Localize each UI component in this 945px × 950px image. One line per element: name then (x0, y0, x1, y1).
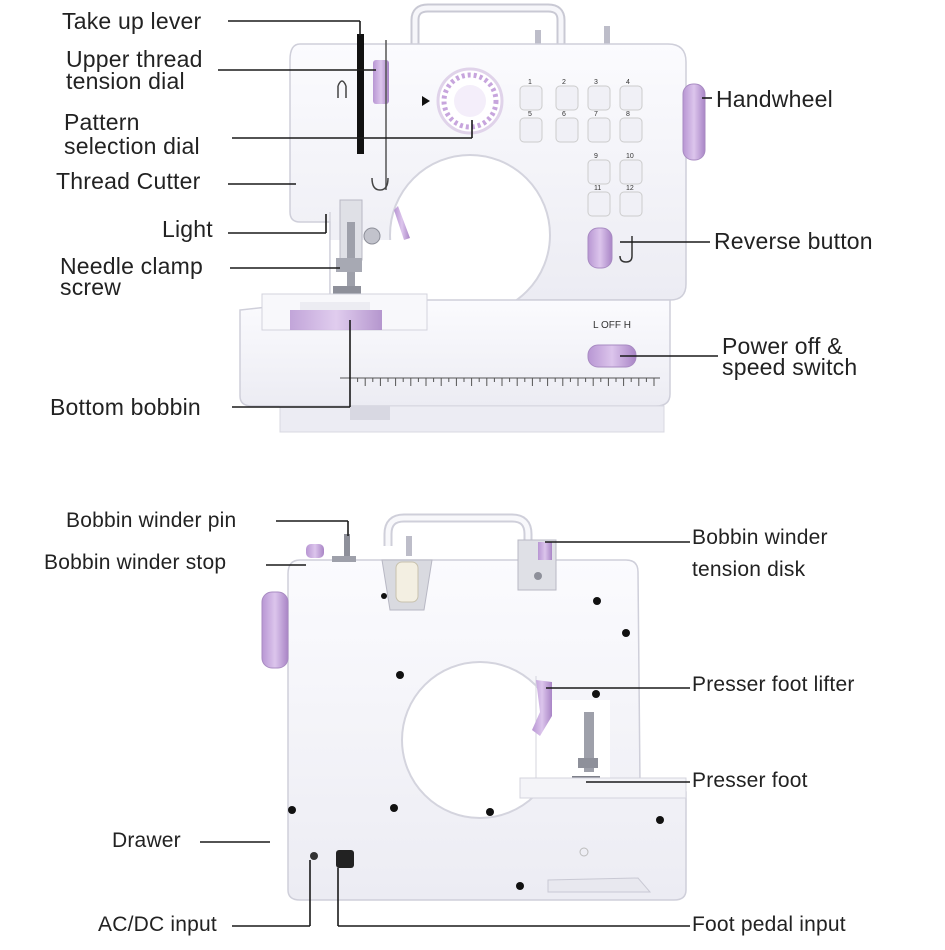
back-handwheel (261, 591, 289, 669)
back-drawer-foot (547, 877, 652, 893)
front-needle-clamp (336, 258, 362, 272)
stitch-number: 12 (626, 185, 634, 192)
front-reverse-button (587, 227, 613, 269)
stitch-number: 6 (562, 111, 566, 118)
back-leader-lines (200, 520, 690, 927)
label-power-speed-switch: Power off & speed switch (722, 333, 858, 380)
front-tension-dial (373, 60, 389, 104)
label-drawer: Drawer (112, 829, 181, 852)
stitch-number: 5 (528, 111, 532, 118)
stitch-number: 1 (528, 79, 532, 86)
label-pattern-selection-dial: Pattern selection dial (64, 109, 200, 159)
back-machine (261, 513, 687, 901)
stitch-number: 8 (626, 111, 630, 118)
back-tension-disk (538, 542, 552, 560)
label-light: Light (162, 216, 213, 242)
front-leader-lines (218, 20, 718, 408)
front-stitch-panel (519, 85, 643, 217)
label-bottom-bobbin: Bottom bobbin (50, 394, 201, 420)
back-pedal-port (336, 850, 354, 868)
label-ac-dc-input: AC/DC input (98, 913, 217, 936)
label-upper-thread-tension-dial: Upper thread tension dial (66, 46, 203, 94)
front-needle-plate (290, 310, 382, 330)
back-acdc-port (310, 852, 318, 860)
label-reverse-button: Reverse button (714, 228, 873, 254)
back-screws (288, 593, 664, 890)
stitch-number: 3 (594, 79, 598, 86)
stitch-number: 9 (594, 153, 598, 160)
stitch-number: 7 (594, 111, 598, 118)
label-thread-cutter: Thread Cutter (56, 168, 201, 194)
back-bobbin-winder-stop (306, 544, 324, 558)
label-presser-foot: Presser foot (692, 769, 808, 792)
stitch-number: 10 (626, 153, 634, 160)
front-handwheel (682, 83, 706, 161)
label-take-up-lever: Take up lever (62, 8, 202, 34)
stitch-number: 2 (562, 79, 566, 86)
label-bobbin-winder-tension-disk: Bobbin winder tension disk (692, 526, 828, 581)
label-needle-clamp-screw: Needle clamp screw (60, 253, 204, 300)
front-speed-switch-label: L OFF H (593, 320, 631, 331)
back-presser-foot-lifter (532, 680, 552, 736)
front-drawer-foot (279, 405, 665, 433)
back-bobbin-winder-pin (344, 534, 350, 558)
label-handwheel: Handwheel (716, 86, 833, 112)
label-bobbin-winder-pin: Bobbin winder pin (66, 509, 237, 532)
stitch-number: 11 (594, 185, 601, 192)
front-takeup-slot (357, 34, 364, 154)
front-spool-pin (535, 30, 541, 44)
front-needle-bar (347, 222, 355, 292)
front-pattern-dial (441, 72, 499, 130)
label-foot-pedal-input: Foot pedal input (692, 913, 846, 936)
stitch-number: 4 (626, 79, 630, 86)
label-bobbin-winder-stop: Bobbin winder stop (44, 551, 227, 574)
label-presser-foot-lifter: Presser foot lifter (692, 673, 855, 696)
front-ruler (340, 377, 660, 386)
